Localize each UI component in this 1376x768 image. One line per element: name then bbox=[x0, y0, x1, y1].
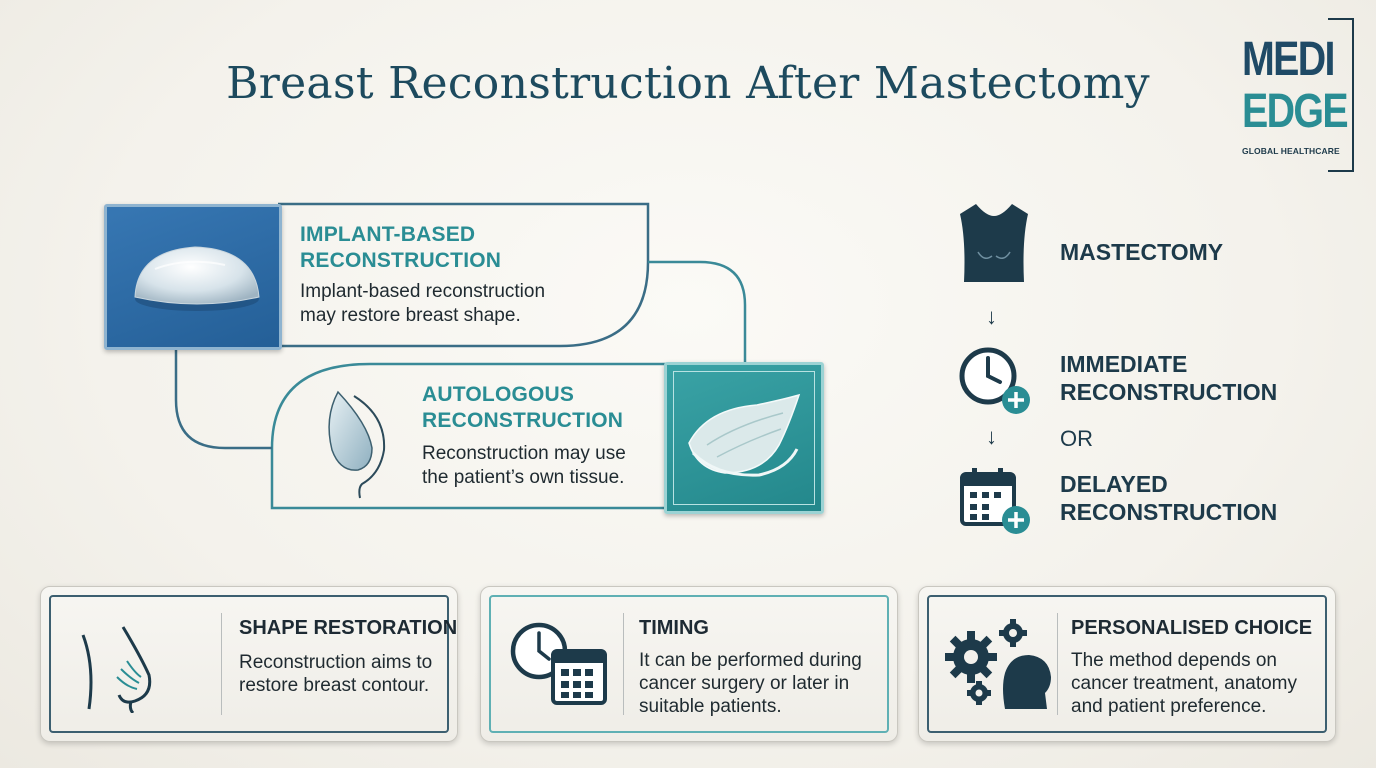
clock-plus-icon bbox=[959, 347, 1030, 414]
flow-arrow-1: ↓ bbox=[986, 304, 997, 329]
autologous-title: AUTOLOGOUS RECONSTRUCTION bbox=[422, 382, 623, 434]
flow-mastectomy: MASTECTOMY bbox=[1060, 239, 1224, 265]
implant-card-outline bbox=[278, 202, 650, 348]
panel-shape-title: SHAPE RESTORATION bbox=[239, 617, 458, 639]
tissue-flap-icon bbox=[688, 393, 801, 477]
implant-title-line1: IMPLANT-BASED bbox=[300, 223, 476, 246]
flow-or: OR bbox=[1060, 426, 1093, 451]
panel-timing-line2: cancer surgery or later in bbox=[639, 673, 850, 694]
logo-line1: MEDI bbox=[1242, 33, 1335, 86]
implant-desc-line1: Implant-based reconstruction bbox=[300, 281, 546, 302]
panel-timing-line3: suitable patients. bbox=[639, 696, 782, 717]
breast-droplet-icon bbox=[328, 390, 386, 499]
calendar-plus-icon bbox=[960, 468, 1030, 534]
flow-immediate-line2: RECONSTRUCTION bbox=[1060, 379, 1278, 405]
breast-implant-icon bbox=[134, 246, 260, 311]
flow-delayed: DELAYED RECONSTRUCTION bbox=[1060, 470, 1277, 526]
clock-calendar-icon bbox=[510, 622, 607, 705]
panel-shape-desc: Reconstruction aims to restore breast co… bbox=[239, 651, 432, 697]
panel-choice-line3: and patient preference. bbox=[1071, 696, 1267, 717]
logo-frame bbox=[1328, 18, 1354, 172]
panel-timing-title: TIMING bbox=[639, 617, 709, 639]
flow-immediate-line1: IMMEDIATE bbox=[1060, 351, 1188, 377]
panel-timing: TIMING It can be performed during cancer… bbox=[480, 586, 898, 742]
implant-title: IMPLANT-BASED RECONSTRUCTION bbox=[300, 222, 501, 274]
panel-timing-line1: It can be performed during bbox=[639, 650, 862, 671]
logo-tagline: GLOBAL HEALTHCARE bbox=[1242, 146, 1340, 156]
panel-choice-line2: cancer treatment, anatomy bbox=[1071, 673, 1297, 694]
torso-icon bbox=[960, 204, 1028, 282]
panel-shape-line1: Reconstruction aims to bbox=[239, 652, 433, 673]
autologous-description: Reconstruction may use the patient’s own… bbox=[422, 442, 626, 490]
flow-immediate: IMMEDIATE RECONSTRUCTION bbox=[1060, 350, 1277, 406]
left-connector bbox=[174, 346, 272, 450]
flow-arrow-2: ↓ bbox=[986, 424, 997, 449]
tissue-tile-inner-border bbox=[673, 371, 815, 505]
implant-to-autologous-connector bbox=[648, 260, 747, 362]
autologous-title-line1: AUTOLOGOUS bbox=[422, 383, 575, 406]
panel-choice-line1: The method depends on bbox=[1071, 650, 1277, 671]
panel-shape-restoration: SHAPE RESTORATION Reconstruction aims to… bbox=[40, 586, 458, 742]
breast-contour-icon bbox=[81, 626, 152, 713]
flow-delayed-line2: RECONSTRUCTION bbox=[1060, 499, 1278, 525]
panel-shape-line2: restore breast contour. bbox=[239, 675, 430, 696]
autologous-desc-line1: Reconstruction may use bbox=[422, 443, 626, 464]
autologous-title-line2: RECONSTRUCTION bbox=[422, 409, 624, 432]
logo-line2: EDGE bbox=[1242, 85, 1349, 138]
autologous-card-outline bbox=[270, 362, 667, 510]
medi-edge-logo: MEDI EDGE GLOBAL HEALTHCARE bbox=[1236, 18, 1354, 172]
tissue-image-tile bbox=[664, 362, 824, 514]
implant-description: Implant-based reconstruction may restore… bbox=[300, 280, 545, 328]
page-title: Breast Reconstruction After Mastectomy bbox=[226, 58, 1150, 109]
panel-choice-desc: The method depends on cancer treatment, … bbox=[1071, 649, 1297, 718]
implant-image-tile bbox=[104, 204, 282, 350]
implant-desc-line2: may restore breast shape. bbox=[300, 305, 521, 326]
panel-personalised-choice: PERSONALISED CHOICE The method depends o… bbox=[918, 586, 1336, 742]
gears-head-icon bbox=[945, 619, 1051, 709]
panel-choice-title: PERSONALISED CHOICE bbox=[1071, 617, 1313, 639]
panel-timing-desc: It can be performed during cancer surger… bbox=[639, 649, 862, 718]
autologous-desc-line2: the patient’s own tissue. bbox=[422, 467, 625, 488]
flow-delayed-line1: DELAYED bbox=[1060, 471, 1168, 497]
implant-title-line2: RECONSTRUCTION bbox=[300, 249, 502, 272]
